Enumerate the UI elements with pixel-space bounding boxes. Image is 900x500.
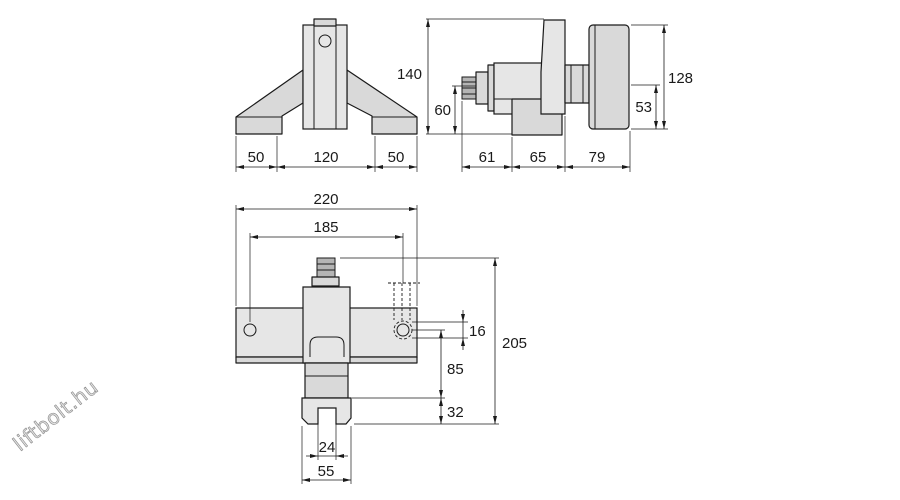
watermark-text: liftbolt.hu	[8, 375, 103, 456]
top-stem	[304, 362, 349, 399]
dim-side-height-pad-lower: 53	[635, 99, 652, 116]
dim-side-height-bolt: 60	[434, 102, 451, 119]
side-view: 140 60 128 53 61 65 79	[397, 18, 693, 172]
dim-top-hole-dia: 16	[469, 323, 486, 340]
top-view: 220 185 205 16 85 32	[235, 191, 527, 484]
dim-side-height-pad-total: 128	[668, 70, 693, 87]
top-left-hole	[243, 323, 257, 337]
dim-side-len-pad: 79	[589, 149, 606, 166]
front-column-hole	[318, 34, 332, 48]
dim-side-len-body: 65	[530, 149, 547, 166]
side-connector	[564, 64, 590, 104]
dim-side-height-total: 140	[397, 66, 422, 83]
dim-top-hole-spacing: 185	[313, 219, 338, 236]
side-pad	[588, 24, 630, 130]
dim-top-length-total: 205	[502, 335, 527, 352]
front-view: 50 120 50	[235, 18, 418, 172]
dim-top-fork-width: 55	[318, 463, 335, 480]
top-bolt-thread	[316, 257, 336, 279]
side-bolt-nut	[475, 71, 489, 105]
dim-side-len-bolt: 61	[479, 149, 496, 166]
dim-top-slot-depth: 85	[447, 361, 464, 378]
dim-top-width-total: 220	[313, 191, 338, 208]
top-right-hole	[396, 323, 410, 337]
front-column	[302, 24, 348, 130]
top-center-block	[302, 286, 351, 364]
top-fork	[301, 397, 352, 425]
dim-front-left-foot: 50	[248, 149, 265, 166]
dim-top-fork-gap: 24	[319, 439, 336, 456]
side-upright	[540, 19, 566, 115]
dim-front-right-foot: 50	[388, 149, 405, 166]
dim-top-fork-depth: 32	[447, 404, 464, 421]
front-left-leg	[235, 69, 304, 135]
dim-front-center-width: 120	[313, 149, 338, 166]
